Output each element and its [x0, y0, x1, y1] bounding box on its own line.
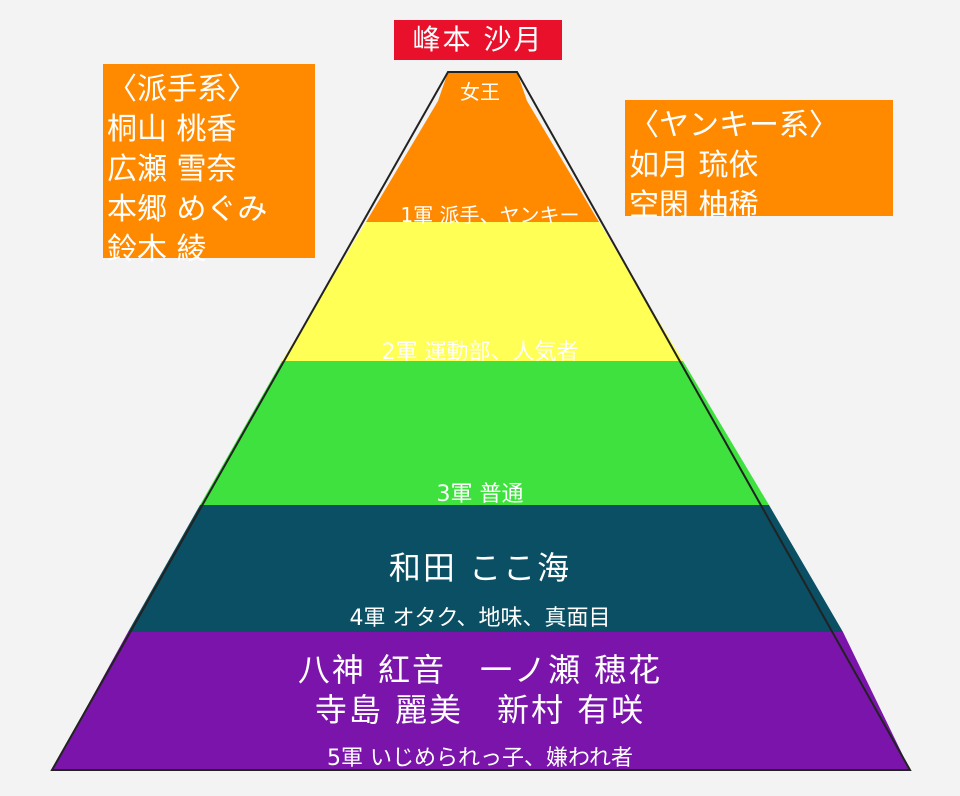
tier-3-band [200, 361, 769, 505]
tier-3-label: 3軍 普通 [436, 482, 524, 507]
tier-5-names-row-2: 寺島 麗美新村 有咲 [0, 690, 960, 730]
tier-4-band [128, 505, 843, 632]
yankee-group-name: 空閑 柚稀 [629, 188, 759, 223]
tier-1-band [366, 101, 599, 222]
tier-5-band [52, 632, 910, 770]
tier-4-label: 4軍 オタク、地味、真面目 [349, 606, 611, 631]
flashy-group-title: 〈派手系〉 [107, 72, 257, 107]
tier-2-label: 2軍 運動部、人気者 [381, 340, 579, 365]
tier-2-band [282, 222, 683, 361]
tier-5-names-row-1: 八神 紅音一ノ瀬 穂花 [0, 650, 960, 690]
yankee-group-title: 〈ヤンキー系〉 [629, 108, 839, 143]
tier-queen-band [438, 72, 527, 101]
tier-5-label: 5軍 いじめられっ子、嫌われ者 [327, 746, 633, 771]
tier-1-label: 1軍 派手、ヤンキー [400, 203, 580, 227]
yankee-group-box: 〈ヤンキー系〉 如月 琉依 空閑 柚稀 [625, 100, 893, 223]
flashy-group-name: 広瀬 雪奈 [107, 152, 237, 187]
flashy-group-name: 桐山 桃香 [107, 112, 237, 147]
queen-label: 女王 [460, 80, 500, 104]
tier-5-name: 寺島 麗美 [314, 691, 463, 729]
tier-5-name: 一ノ瀬 穂花 [480, 651, 663, 689]
tier-4-name: 和田 ここ海 [388, 549, 572, 587]
queen-name-plate: 峰本 沙月 [394, 20, 562, 60]
tier-5-name: 八神 紅音 [297, 651, 446, 689]
tier-5-name: 新村 有咲 [497, 691, 646, 729]
pyramid-outline [50, 71, 912, 771]
flashy-group-name: 本郷 めぐみ [107, 192, 268, 227]
flashy-group-name: 鈴木 綾 [107, 232, 207, 267]
yankee-group-name: 如月 琉依 [629, 148, 759, 183]
flashy-group-box: 〈派手系〉 桐山 桃香 広瀬 雪奈 本郷 めぐみ 鈴木 綾 [103, 64, 315, 267]
